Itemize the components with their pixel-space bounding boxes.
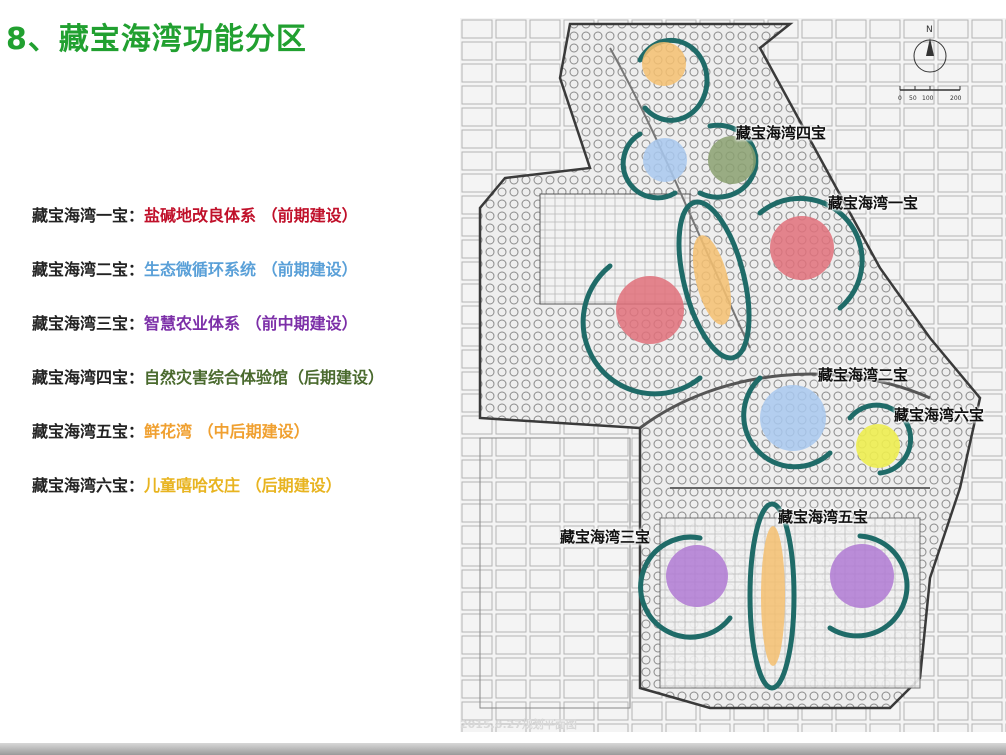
legend-name: 藏宝海湾六宝： xyxy=(32,476,145,495)
main-road xyxy=(639,372,931,430)
north-label: N xyxy=(926,25,933,35)
zone-ring-blue-top xyxy=(620,131,678,201)
scale-tick-0: 0 xyxy=(898,95,902,102)
zone-ring-top xyxy=(637,37,710,123)
zone-orange-top xyxy=(642,42,686,86)
left-field-block xyxy=(479,437,631,709)
legend-item-1: 藏宝海湾一宝：盐碱地改良体系 （前期建设） xyxy=(32,204,452,258)
map-caption: 2015.8.27规划平面图 xyxy=(460,717,577,731)
zone-ring-yellow xyxy=(847,402,914,476)
zone-ring-green xyxy=(697,122,759,200)
footer-bar xyxy=(0,743,1006,755)
zone-ring-orange-top xyxy=(676,199,752,361)
legend-name: 藏宝海湾一宝： xyxy=(32,206,145,225)
site-plan-map: N 0 50 100 200 2015.8.27规划平面图 藏宝海湾四宝 藏宝海… xyxy=(460,18,1006,732)
zone-yellow xyxy=(856,424,900,468)
legend-name: 藏宝海湾三宝： xyxy=(32,314,145,333)
legend-name: 藏宝海湾四宝： xyxy=(32,368,145,387)
scale-tick-50: 50 xyxy=(909,95,917,102)
zone-orange-bottom xyxy=(761,526,785,666)
legend-name: 藏宝海湾二宝： xyxy=(32,260,145,279)
scale-tick-200: 200 xyxy=(950,95,962,102)
legend-desc: 儿童嘻哈农庄 （后期建设） xyxy=(144,476,342,495)
legend-item-2: 藏宝海湾二宝：生态微循环系统 （前期建设） xyxy=(32,258,452,312)
zone-ring-purple-right xyxy=(827,533,910,639)
site-plan-svg: N 0 50 100 200 2015.8.27规划平面图 xyxy=(460,18,1006,732)
zone-ring-red-right xyxy=(757,195,865,311)
zone-purple-left xyxy=(666,545,728,607)
legend-desc: 自然灾害综合体验馆（后期建设） xyxy=(144,368,385,387)
zone-ring-purple-left xyxy=(638,534,733,640)
legend-name: 藏宝海湾五宝： xyxy=(32,422,145,441)
zone-legend: 藏宝海湾一宝：盐碱地改良体系 （前期建设） 藏宝海湾二宝：生态微循环系统 （前期… xyxy=(32,204,452,528)
zone-ring-orange-bottom xyxy=(747,501,797,691)
legend-item-6: 藏宝海湾六宝：儿童嘻哈农庄 （后期建设） xyxy=(32,474,452,528)
scale-bar: 0 50 100 200 xyxy=(898,86,962,102)
zone-purple-right xyxy=(830,544,894,608)
legend-item-4: 藏宝海湾四宝：自然灾害综合体验馆（后期建设） xyxy=(32,366,452,420)
north-arrow-icon: N xyxy=(913,25,947,73)
map-label-zone-2: 藏宝海湾二宝 xyxy=(818,366,909,384)
zone-blue-top xyxy=(643,138,687,182)
legend-desc: 生态微循环系统 （前期建设） xyxy=(144,260,358,279)
legend-desc: 智慧农业体系 （前中期建设） xyxy=(144,314,358,333)
map-label-zone-6: 藏宝海湾六宝 xyxy=(894,406,985,424)
map-label-zone-5: 藏宝海湾五宝 xyxy=(778,508,869,526)
zone-red-left xyxy=(616,276,684,344)
zone-blue-right xyxy=(760,385,826,451)
map-label-zone-1: 藏宝海湾一宝 xyxy=(828,194,919,212)
map-label-zone-4: 藏宝海湾四宝 xyxy=(736,124,827,142)
scale-tick-100: 100 xyxy=(922,95,934,102)
legend-item-3: 藏宝海湾三宝：智慧农业体系 （前中期建设） xyxy=(32,312,452,366)
legend-desc: 盐碱地改良体系 （前期建设） xyxy=(144,206,358,225)
zone-green xyxy=(708,136,756,184)
zone-red-right xyxy=(770,216,834,280)
zone-orange-mid xyxy=(692,235,732,325)
legend-desc: 鲜花湾 （中后期建设） xyxy=(144,422,310,441)
zone-ring-blue-right xyxy=(741,375,833,470)
map-label-zone-3: 藏宝海湾三宝 xyxy=(560,528,651,546)
zone-ring-red-left xyxy=(580,263,703,397)
page-title: 8、藏宝海湾功能分区 xyxy=(6,22,307,57)
legend-item-5: 藏宝海湾五宝：鲜花湾 （中后期建设） xyxy=(32,420,452,474)
